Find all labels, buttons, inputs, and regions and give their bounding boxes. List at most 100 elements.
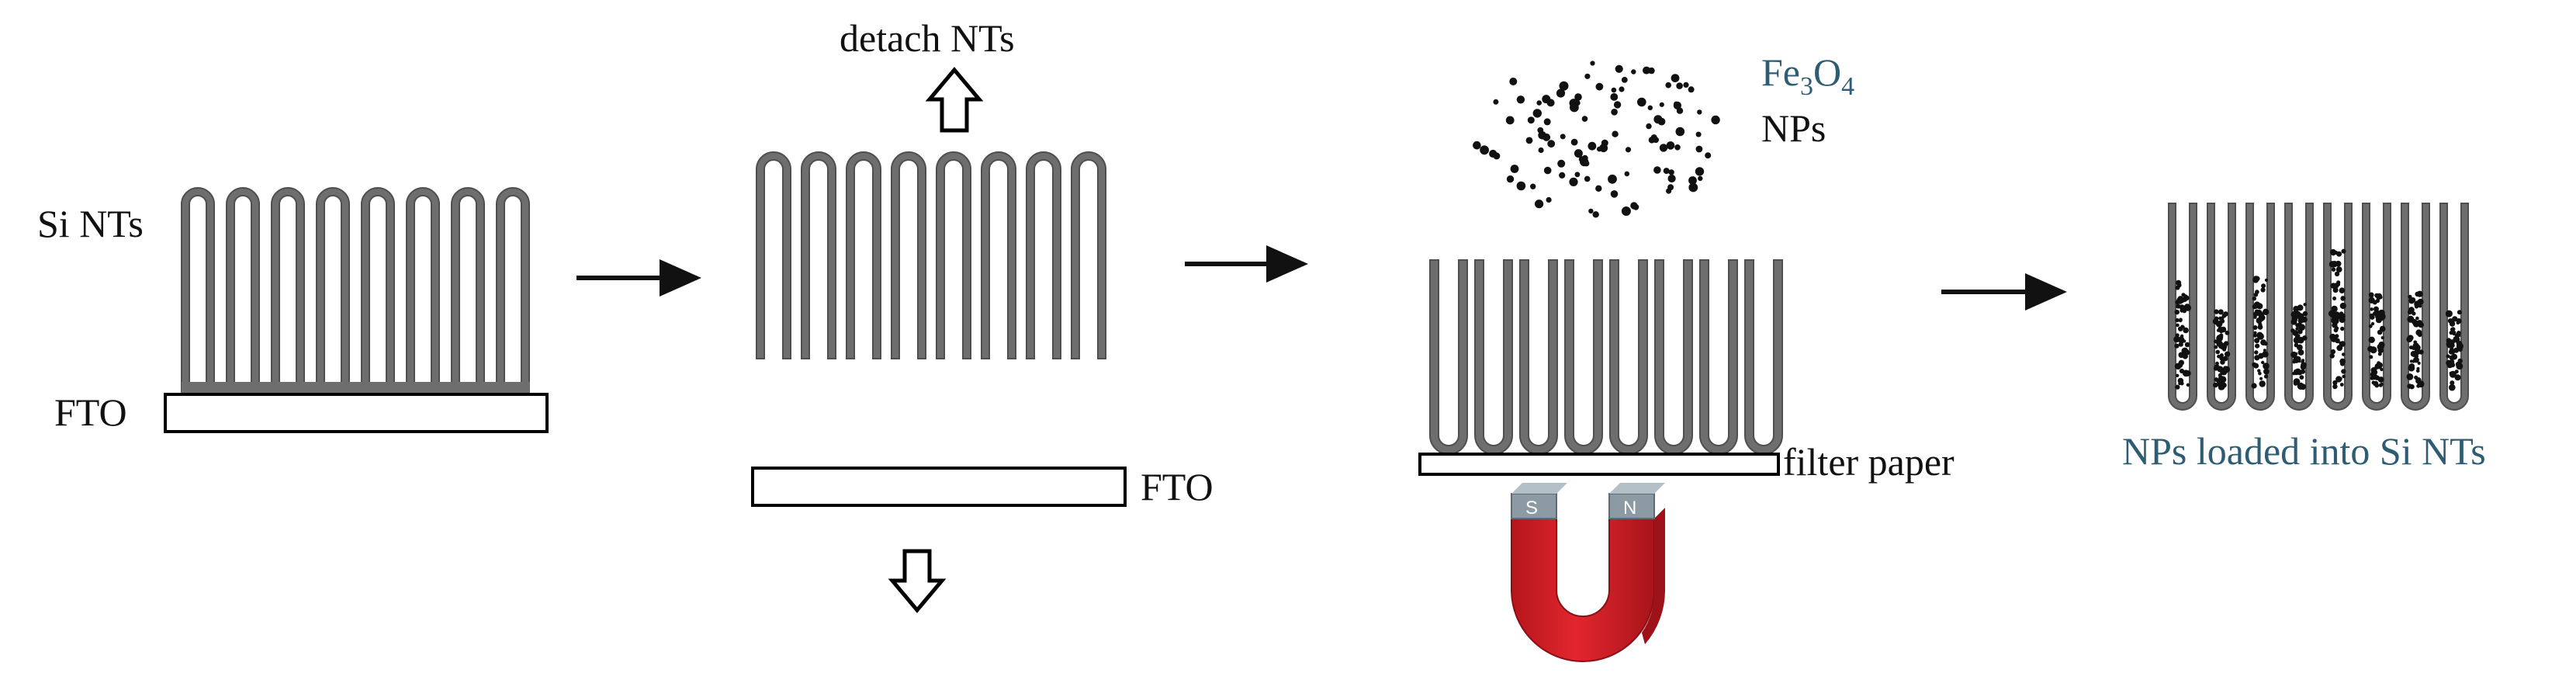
loaded-nanoparticle (2222, 356, 2228, 362)
loaded-nanoparticle (2260, 339, 2267, 345)
loaded-nanoparticle (2220, 318, 2225, 324)
fe3o4-nanoparticle (1610, 93, 1619, 101)
fe3o4-nanoparticle (1695, 167, 1705, 176)
loaded-nanoparticle (2409, 345, 2413, 350)
loaded-nanoparticle (2264, 278, 2269, 282)
fe3o4-nanoparticle (1666, 188, 1672, 194)
loaded-nanoparticle (2176, 304, 2181, 309)
loaded-nanoparticle (2332, 287, 2339, 293)
loaded-nanoparticle (2257, 369, 2261, 373)
loaded-nanoparticle (2452, 316, 2458, 322)
si-nts-label: Si NTs (37, 202, 144, 245)
loaded-nanoparticle (2182, 353, 2188, 359)
fe3o4-nanoparticle (1527, 116, 1535, 124)
fe3o4-nanoparticle (1668, 169, 1674, 175)
loaded-nanoparticle (2336, 283, 2341, 286)
fe3o4-nanoparticle (1621, 206, 1631, 216)
loaded-nanoparticle (2449, 370, 2457, 378)
fe3o4-nanoparticle (1646, 123, 1652, 130)
magnet-s-label: S (1525, 498, 1538, 519)
loaded-nanoparticle (2373, 310, 2380, 317)
fe3o4-nanoparticle (1595, 82, 1604, 91)
fe3o4-nanoparticle (1671, 74, 1680, 82)
loaded-nanoparticle (2339, 287, 2346, 294)
fe3o4-nanoparticle (1556, 88, 1566, 98)
fe3o4-nanoparticle (1537, 127, 1544, 134)
hollow-up-arrow-icon (925, 67, 984, 133)
loaded-nanoparticle (2252, 325, 2258, 330)
loaded-nanoparticle (2223, 311, 2228, 317)
loaded-nanoparticle (2331, 317, 2339, 324)
loaded-nanoparticle (2377, 329, 2383, 335)
result-label: NPs loaded into Si NTs (2122, 429, 2486, 473)
loaded-nanoparticle (2252, 297, 2256, 301)
loaded-nanoparticle (2223, 366, 2231, 373)
loaded-nanoparticle (2415, 369, 2420, 373)
loaded-nanoparticle (2182, 308, 2187, 314)
loaded-nanoparticle (2218, 375, 2224, 380)
loaded-nanoparticle (2219, 333, 2224, 338)
fe3o4-label: Fe3O4 (1761, 50, 1854, 101)
fe3o4-nanoparticle (1592, 211, 1599, 218)
fe3o4-nanoparticle (1543, 118, 1551, 126)
loaded-nanoparticle (2297, 382, 2304, 389)
loaded-nanoparticle (2294, 356, 2301, 363)
loaded-nanoparticle (2174, 309, 2180, 315)
fe3o4-nanoparticle (1557, 159, 1566, 168)
fe3o4-nanoparticle (1610, 190, 1619, 198)
fe3o4-nanoparticle (1560, 134, 1566, 140)
loaded-nanoparticle (2294, 368, 2301, 375)
loaded-nanoparticle (2370, 314, 2375, 320)
fe3o4-o: O (1813, 50, 1841, 94)
loaded-nanoparticle (2255, 343, 2260, 349)
loaded-nanoparticle (2417, 361, 2421, 365)
loaded-nanoparticle (2417, 332, 2422, 338)
loaded-nanoparticle (2293, 306, 2300, 312)
loaded-nanoparticle (2254, 350, 2259, 355)
loaded-nanoparticle (2450, 328, 2454, 331)
fe3o4-nanoparticle (1505, 116, 1515, 125)
fe3o4-sub-4: 4 (1841, 72, 1854, 101)
loaded-nanoparticle (2214, 309, 2219, 314)
fe3o4-nanoparticle (1473, 141, 1481, 150)
filter-paper (1418, 453, 1780, 476)
stage-2-detach: detach NTs FTO (751, 16, 1214, 613)
magnet-3d-side (1642, 508, 1666, 644)
fto-substrate-2 (751, 467, 1127, 507)
loaded-nanoparticle (2450, 350, 2455, 355)
loaded-nanoparticle (2456, 342, 2463, 350)
loaded-nanoparticle (2293, 381, 2298, 386)
fe3o4-nanoparticle (1625, 147, 1632, 153)
loaded-nanoparticle (2297, 344, 2303, 351)
loaded-nanoparticle (2263, 374, 2269, 379)
loaded-nanoparticle (2454, 369, 2459, 374)
loaded-nanoparticle (2371, 380, 2376, 385)
horseshoe-magnet-icon: S N (1511, 483, 1666, 662)
loaded-nanoparticle (2263, 308, 2270, 315)
loaded-nanoparticle (2334, 271, 2340, 277)
loaded-nanoparticle (2328, 261, 2336, 268)
fe3o4-nanoparticle (1673, 101, 1681, 109)
loaded-nanoparticle (2408, 307, 2415, 314)
fe3o4-nanoparticle (1666, 141, 1675, 150)
loaded-nanoparticle (2258, 371, 2262, 376)
fe3o4-nanoparticle (1574, 172, 1581, 178)
loaded-nanoparticle (2214, 364, 2220, 370)
loaded-nanoparticle (2368, 324, 2373, 328)
loaded-nanoparticle (2302, 311, 2308, 317)
loaded-nanoparticle (2406, 373, 2414, 380)
fe3o4-nanoparticle (1546, 196, 1552, 203)
loaded-nanoparticle (2368, 297, 2375, 304)
loaded-nanoparticle (2214, 377, 2219, 382)
fe3o4-nanoparticle (1570, 138, 1578, 146)
loaded-nanoparticle (2301, 316, 2308, 323)
magnet-n-label: N (1623, 498, 1636, 519)
fe3o4-nanoparticle (1493, 99, 1499, 105)
loaded-nanoparticle (2218, 309, 2224, 315)
loaded-nanoparticle (2332, 380, 2338, 386)
nanotube-walls (2168, 203, 2469, 411)
loaded-nanoparticle (2252, 304, 2259, 309)
fe3o4-nanoparticle (1695, 145, 1703, 153)
loaded-nanoparticle (2378, 383, 2383, 387)
